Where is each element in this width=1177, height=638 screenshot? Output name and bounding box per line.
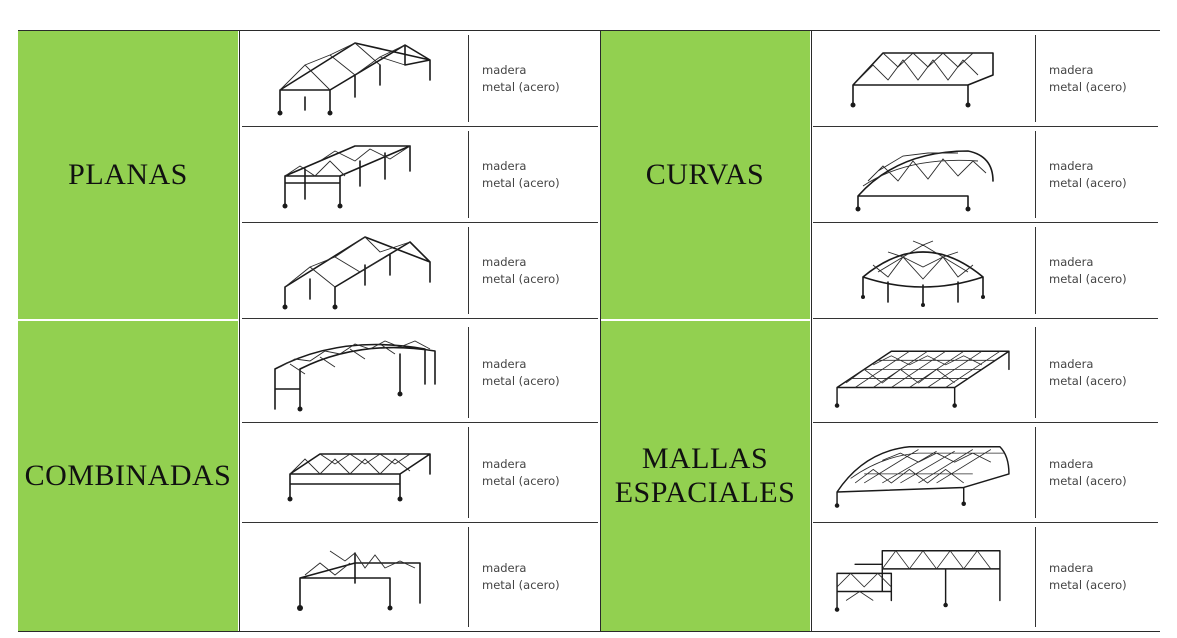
mixed-truss-frame-icon — [242, 523, 468, 631]
column-divider — [811, 31, 812, 631]
gable-truss-frame-icon — [242, 31, 468, 126]
cell-divider — [1035, 227, 1036, 314]
material-wood: madera — [1049, 254, 1094, 269]
material-wood: madera — [482, 158, 527, 173]
structure-row: madera metal (acero) — [813, 323, 1158, 423]
geodesic-dome-icon — [813, 223, 1033, 318]
material-list: madera metal (acero) — [1049, 31, 1127, 126]
material-list: madera metal (acero) — [1049, 223, 1127, 318]
barrel-vault-truss-icon — [813, 127, 1033, 222]
arched-portal-frame-icon — [242, 323, 468, 422]
material-list: madera metal (acero) — [1049, 523, 1127, 631]
flat-truss-frame-icon — [242, 127, 468, 222]
material-steel: metal (acero) — [482, 578, 560, 592]
space-frame-grid-icon — [813, 323, 1033, 422]
structure-row: madera metal (acero) — [813, 31, 1158, 127]
material-wood: madera — [1049, 561, 1094, 576]
multi-level-space-frame-icon — [813, 523, 1033, 631]
material-steel: metal (acero) — [1049, 79, 1127, 94]
structure-row: madera metal (acero) — [242, 523, 598, 631]
cell-divider — [468, 35, 469, 122]
column-divider — [600, 31, 601, 631]
material-steel: metal (acero) — [1049, 175, 1127, 190]
material-list: madera metal (acero) — [482, 127, 560, 222]
material-steel: metal (acero) — [1049, 271, 1127, 286]
cell-divider — [468, 227, 469, 314]
curved-flat-truss-icon — [813, 31, 1033, 126]
structure-row: madera metal (acero) — [813, 223, 1158, 319]
structure-row: madera metal (acero) — [813, 423, 1158, 523]
structure-row: madera metal (acero) — [242, 423, 598, 523]
structures-table: PLANAS COMBINADAS CURVAS MALLAS ESPACIAL… — [18, 30, 1160, 632]
cell-divider — [468, 327, 469, 418]
cell-divider — [1035, 427, 1036, 518]
steep-gable-truss-icon — [242, 223, 468, 318]
cell-divider — [1035, 131, 1036, 218]
material-list: madera metal (acero) — [1049, 423, 1127, 522]
material-wood: madera — [482, 62, 527, 77]
structure-row: madera metal (acero) — [242, 323, 598, 423]
material-list: madera metal (acero) — [1049, 323, 1127, 422]
category-combinadas-label: COMBINADAS — [24, 458, 232, 492]
category-planas: PLANAS — [18, 31, 238, 319]
material-wood: madera — [482, 561, 527, 576]
cell-divider — [468, 131, 469, 218]
category-mallas-label: MALLAS ESPACIALES — [614, 441, 796, 510]
material-list: madera metal (acero) — [482, 31, 560, 126]
combined-truss-frame-icon — [242, 423, 468, 522]
material-steel: metal (acero) — [1049, 473, 1127, 488]
material-list: madera metal (acero) — [482, 523, 560, 631]
category-mallas-espaciales: MALLAS ESPACIALES — [600, 321, 810, 631]
category-curvas-label: CURVAS — [645, 157, 765, 191]
category-combinadas: COMBINADAS — [18, 321, 238, 631]
material-steel: metal (acero) — [482, 473, 560, 488]
material-steel: metal (acero) — [1049, 578, 1127, 592]
structure-row: madera metal (acero) — [813, 523, 1158, 631]
material-steel: metal (acero) — [482, 271, 560, 286]
material-wood: madera — [1049, 158, 1094, 173]
structure-row: madera metal (acero) — [242, 127, 598, 223]
material-wood: madera — [482, 356, 527, 371]
category-planas-label: PLANAS — [68, 157, 188, 191]
curved-space-frame-icon — [813, 423, 1033, 522]
material-list: madera metal (acero) — [482, 323, 560, 422]
material-wood: madera — [1049, 456, 1094, 471]
category-curvas: CURVAS — [600, 31, 810, 319]
structure-row: madera metal (acero) — [813, 127, 1158, 223]
material-wood: madera — [1049, 356, 1094, 371]
material-wood: madera — [1049, 62, 1094, 77]
material-list: madera metal (acero) — [1049, 127, 1127, 222]
material-list: madera metal (acero) — [482, 223, 560, 318]
cell-divider — [1035, 527, 1036, 627]
cell-divider — [468, 427, 469, 518]
material-wood: madera — [482, 456, 527, 471]
cell-divider — [1035, 327, 1036, 418]
column-divider — [239, 31, 240, 631]
cell-divider — [1035, 35, 1036, 122]
material-steel: metal (acero) — [482, 175, 560, 190]
structure-row: madera metal (acero) — [242, 223, 598, 319]
material-steel: metal (acero) — [1049, 373, 1127, 388]
cell-divider — [468, 527, 469, 627]
material-steel: metal (acero) — [482, 373, 560, 388]
material-wood: madera — [482, 254, 527, 269]
material-steel: metal (acero) — [482, 79, 560, 94]
structure-row: madera metal (acero) — [242, 31, 598, 127]
material-list: madera metal (acero) — [482, 423, 560, 522]
